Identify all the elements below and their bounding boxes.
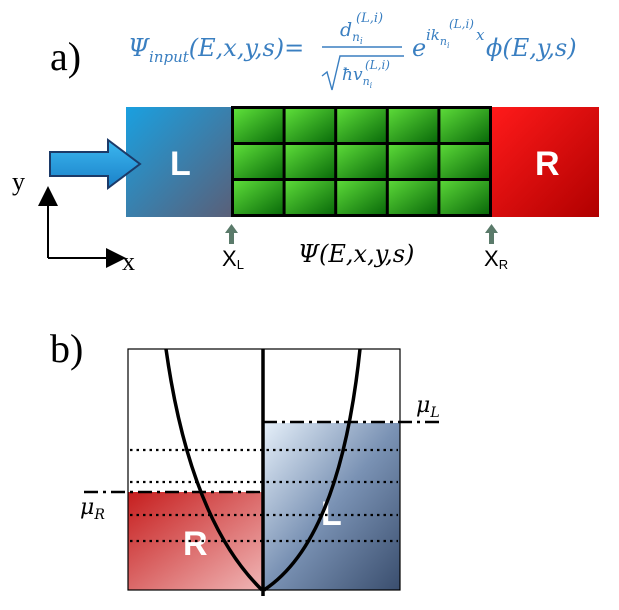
svg-text:μR: μR — [80, 495, 105, 523]
formula-exp-base: e — [412, 34, 426, 62]
marker-xl-arrowhead — [225, 224, 238, 233]
marker-xr-arrowhead — [485, 224, 498, 233]
formula-args: (E,x,y,s) — [189, 34, 284, 62]
grid-cell — [234, 109, 283, 142]
formula-denominator-sup: (L,i) — [365, 58, 390, 72]
formula-sqrt-sign — [321, 55, 404, 91]
grid-cell — [337, 181, 386, 214]
formula-exp-power-sub: n — [440, 35, 447, 48]
grid-cell — [440, 181, 489, 214]
x-axis-label: x — [122, 247, 135, 276]
grid-cell — [337, 109, 386, 142]
formula-denominator-subsub: i — [370, 81, 373, 90]
mu-right-main: μ — [80, 495, 94, 520]
mu-left-sub: L — [429, 405, 439, 421]
grid-cell — [440, 145, 489, 178]
left-lead-band-curve — [263, 348, 362, 592]
y-axis-label: y — [12, 167, 25, 196]
right-lead-band-curve — [164, 348, 264, 592]
formula-numerator-sup: (L,i) — [356, 11, 383, 26]
grid-cell — [234, 181, 283, 214]
right-lead-letter: R — [535, 145, 560, 183]
formula-numerator-sub: n — [352, 30, 360, 44]
grid-cell — [337, 145, 386, 178]
svg-text:dni: dni — [340, 19, 363, 47]
grid-cell — [234, 145, 283, 178]
mu-right-sub: R — [93, 507, 105, 523]
marker-xr-stem — [489, 232, 494, 244]
incoming-wave-arrow — [49, 138, 142, 190]
panel-b-label: b) — [50, 326, 83, 371]
energy-levels — [130, 448, 398, 543]
formula-denominator: ħv — [342, 65, 363, 85]
grid-cell — [285, 145, 335, 178]
marker-xl-main: X — [222, 246, 237, 271]
scattering-wavefunction-label: Ψ(E,x,y,s) — [298, 240, 414, 268]
marker-xr: XR — [484, 224, 508, 272]
formula-numerator: d — [340, 19, 352, 41]
left-lead — [126, 107, 232, 217]
marker-xr-sub: R — [499, 257, 508, 272]
marker-xl: XL — [222, 224, 244, 272]
formula-exp-power-subsub: i — [447, 41, 450, 50]
formula-exp-power: ik — [426, 26, 440, 44]
svg-text:μL: μL — [416, 393, 440, 421]
panel-a-label: a) — [50, 34, 81, 79]
grid-cell — [440, 109, 489, 142]
svg-text:ikni: ikni — [426, 26, 450, 50]
svg-text:Ψinput(E,x,y,s)=: Ψinput(E,x,y,s)= — [128, 34, 304, 66]
svg-text:ħvni: ħvni — [342, 65, 373, 90]
right-lead — [492, 107, 599, 217]
grid-cell — [285, 109, 335, 142]
left-lead-letter: L — [170, 145, 191, 183]
formula-phi: ϕ(E,y,s) — [486, 34, 577, 62]
formula-psi-sub: input — [149, 48, 190, 66]
formula-denominator-sub: n — [363, 75, 370, 88]
formula-equals: = — [284, 34, 304, 62]
grid-cell — [388, 145, 438, 178]
input-wavefunction-formula: Ψinput(E,x,y,s)= dni (L,i) ħvni (L,i) e … — [128, 11, 577, 91]
formula-numerator-subsub: i — [360, 37, 363, 47]
mu-left-main: μ — [416, 393, 430, 418]
formula-exp-power-tail: x — [476, 26, 485, 44]
formula-exp-power-sup: (L,i) — [449, 17, 474, 31]
red-box-letter: R — [183, 525, 208, 563]
formula-psi: Ψ — [128, 34, 150, 62]
grid-cell — [285, 181, 335, 214]
marker-xr-main: X — [484, 246, 499, 271]
svg-text:XR: XR — [484, 246, 508, 272]
grid-cell — [388, 109, 438, 142]
svg-text:XL: XL — [222, 246, 244, 272]
grid-cell — [388, 181, 438, 214]
marker-xl-sub: L — [237, 257, 244, 272]
marker-xl-stem — [229, 232, 234, 244]
scattering-region-grid — [231, 106, 492, 217]
